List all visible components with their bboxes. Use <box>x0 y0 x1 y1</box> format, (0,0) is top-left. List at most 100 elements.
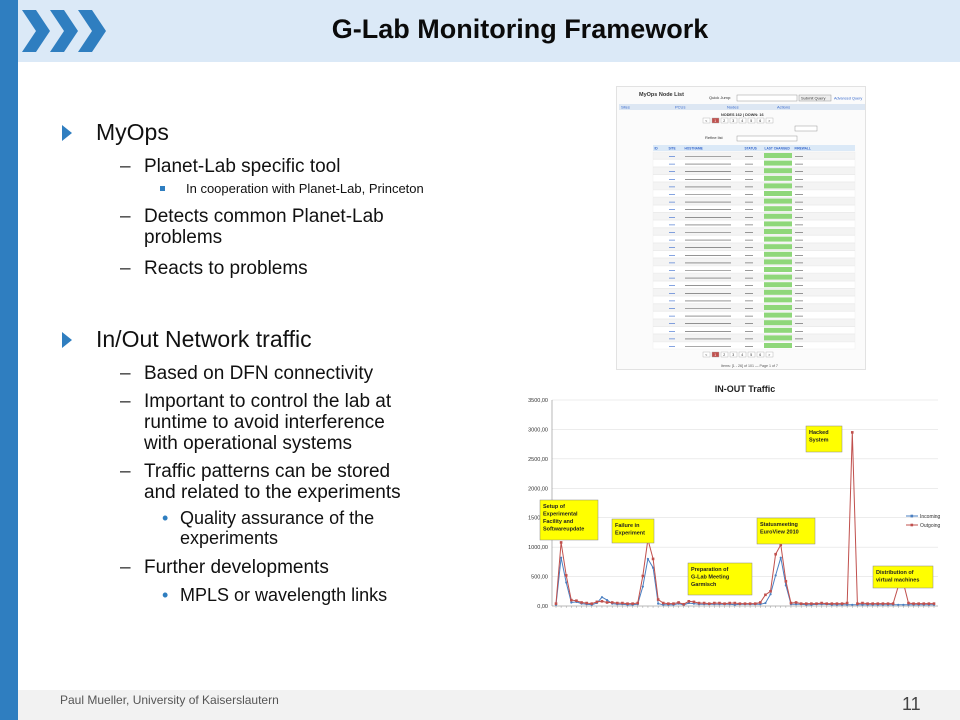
page-button-label: < <box>705 119 707 123</box>
page-button[interactable] <box>765 117 774 124</box>
table-row <box>652 151 856 160</box>
data-point <box>850 431 854 434</box>
row-background <box>652 167 856 175</box>
page-button[interactable] <box>747 351 756 358</box>
table-row <box>652 212 856 220</box>
table-header-cell[interactable]: ID <box>655 147 659 151</box>
annotation-text: Experiment <box>615 531 645 537</box>
annotation-background <box>805 425 843 453</box>
table-header-cell[interactable]: SITE <box>669 147 676 151</box>
page-button[interactable] <box>729 351 738 358</box>
table-row <box>652 273 856 281</box>
page-button[interactable] <box>729 117 738 124</box>
page-button[interactable] <box>756 351 765 358</box>
status-cell-highlight <box>764 183 792 189</box>
annotation-text: Statusmeeting <box>760 522 798 528</box>
sub-bullet: – Reacts to problems <box>58 258 518 279</box>
row-background <box>652 319 856 327</box>
table-header-cell[interactable]: FIREWALL <box>795 147 811 151</box>
table-header-cell[interactable]: LAST CHANGED <box>765 147 791 151</box>
sub-bullet-text: Planet-Lab specific tool <box>144 156 341 177</box>
status-cell-highlight <box>764 175 792 181</box>
status-cell-highlight <box>764 251 792 257</box>
annotation-text: Setup of <box>543 504 565 510</box>
page-button-label: 2 <box>723 119 725 123</box>
page-button-label: > <box>768 119 770 123</box>
data-point <box>600 596 604 599</box>
status-cell-highlight <box>764 267 792 272</box>
node-list-title: MyOps Node List <box>639 92 684 98</box>
table-row <box>652 235 856 243</box>
y-tick-label: 0,00 <box>537 604 548 610</box>
footer-author: Paul Mueller, University of Kaiserslaute… <box>60 693 279 707</box>
page-button[interactable] <box>738 117 747 124</box>
annotation-text: Softwareupdate <box>543 527 584 533</box>
table-header-cell[interactable]: HOSTNAME <box>685 147 703 151</box>
status-cell-highlight <box>764 221 792 227</box>
data-point <box>932 602 936 605</box>
sub-bullet-text: Reacts to problems <box>144 258 308 279</box>
annotation-text: G-Lab Meeting <box>691 575 729 581</box>
refine-select[interactable] <box>794 125 818 132</box>
data-point <box>907 601 910 605</box>
advanced-query-link[interactable]: Advanced Query <box>834 97 862 101</box>
page-button[interactable] <box>720 351 729 358</box>
row-background <box>652 182 856 190</box>
status-cell-highlight <box>764 191 792 196</box>
row-background <box>652 205 856 213</box>
data-point <box>605 601 609 604</box>
page-button[interactable] <box>765 351 774 358</box>
data-point <box>774 552 777 556</box>
page-button[interactable] <box>711 351 720 358</box>
y-tick-label: 3000,00 <box>528 427 548 433</box>
myops-node-list-screenshot: MyOps Node List Quick Jump: Submit Query… <box>616 86 866 370</box>
data-point <box>922 602 926 605</box>
data-point <box>559 541 563 544</box>
sub-bullet: – Traffic patterns can be stored and rel… <box>58 461 518 503</box>
row-background <box>652 189 856 198</box>
annotation-text: Garmisch <box>691 582 717 588</box>
data-point <box>764 593 767 597</box>
quick-jump-input[interactable] <box>736 94 798 102</box>
annotation-background <box>687 562 753 596</box>
nav-actions[interactable]: Actions <box>777 105 790 110</box>
page-button[interactable] <box>738 351 747 358</box>
data-point <box>702 601 706 605</box>
status-cell-highlight <box>764 236 792 242</box>
page-button[interactable] <box>711 117 720 124</box>
table-row <box>652 265 856 274</box>
data-point <box>723 602 726 605</box>
y-tick-label: 2000,00 <box>528 486 548 492</box>
submit-query-button[interactable] <box>798 94 832 102</box>
page-button[interactable] <box>702 117 711 124</box>
page-button[interactable] <box>702 351 711 358</box>
row-background <box>652 334 856 342</box>
data-point <box>554 602 558 605</box>
table-row <box>652 288 856 296</box>
data-point <box>835 602 839 605</box>
y-tick-label: 1000,00 <box>528 545 548 551</box>
bullet-text: MyOps <box>96 119 169 145</box>
data-point <box>799 602 803 605</box>
chevron-logo-icon <box>22 10 106 52</box>
refine-input[interactable] <box>736 135 798 142</box>
nav-sites[interactable]: Sites <box>621 105 630 110</box>
nav-pcus[interactable]: PCUs <box>675 105 685 110</box>
row-background <box>652 326 856 334</box>
sub-bullet: – Further developments <box>58 557 518 578</box>
page-button[interactable] <box>756 117 765 124</box>
slide-title: G-Lab Monitoring Framework <box>331 14 709 44</box>
row-background <box>652 303 856 312</box>
data-point <box>621 601 624 605</box>
page-button[interactable] <box>747 117 756 124</box>
nav-nodes[interactable]: Nodes <box>727 105 739 110</box>
data-point <box>570 598 573 602</box>
status-cell-highlight <box>764 206 792 212</box>
page-button[interactable] <box>720 117 729 124</box>
data-point <box>871 602 875 605</box>
table-header-cell[interactable]: STATUS <box>745 147 757 151</box>
